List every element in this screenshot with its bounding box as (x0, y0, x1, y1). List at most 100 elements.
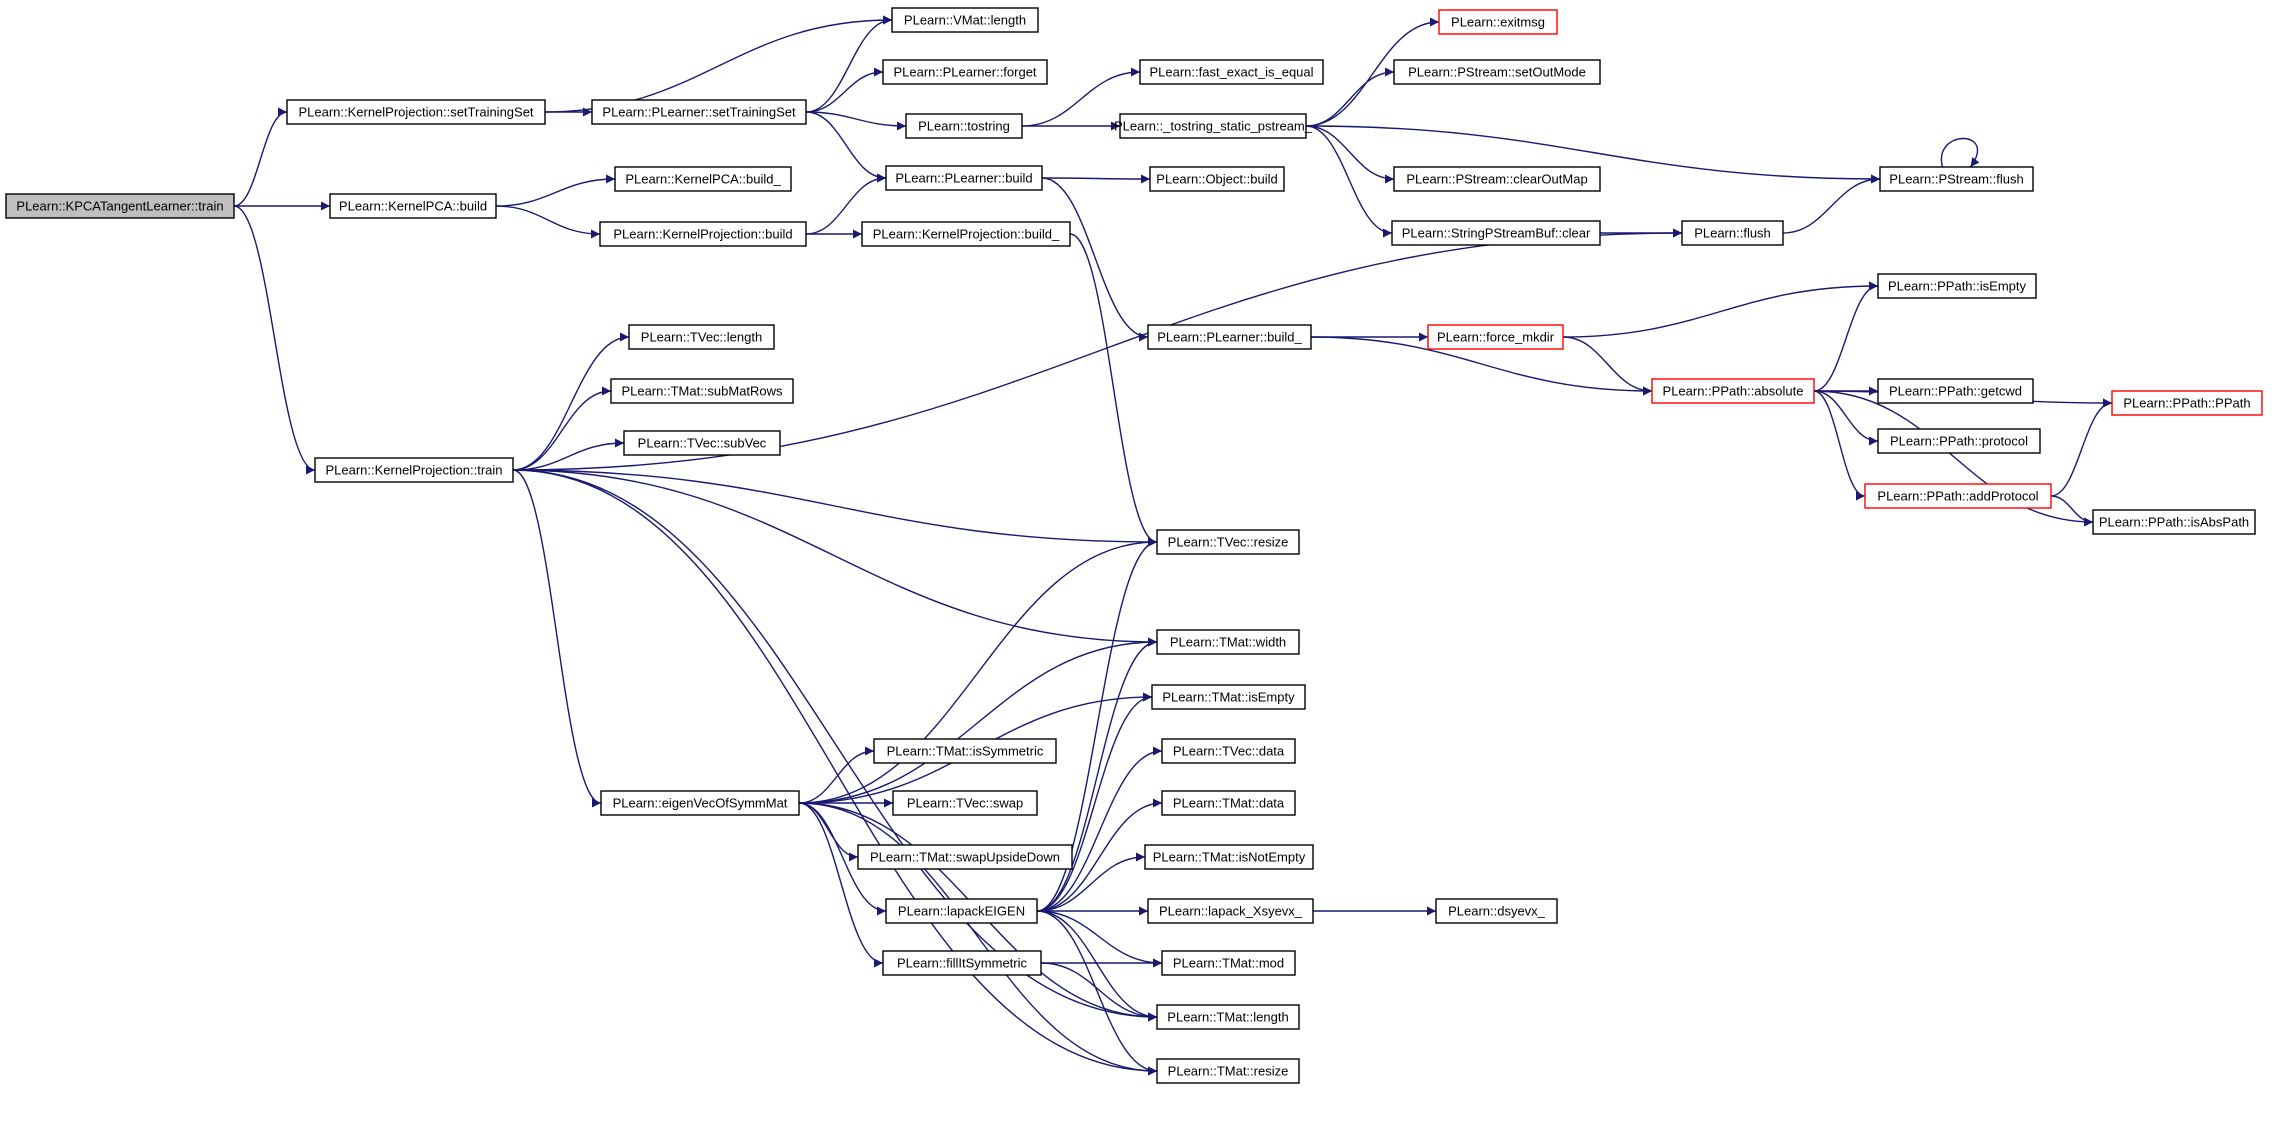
node-box[interactable] (1427, 324, 1564, 350)
node-ps-clearOutMap[interactable]: PLearn::PStream::clearOutMap (1393, 166, 1601, 192)
node-box[interactable] (892, 790, 1038, 816)
node-vmat-length[interactable]: PLearn::VMat::length (891, 7, 1039, 33)
node-box[interactable] (1877, 378, 2034, 404)
node-box[interactable] (1393, 59, 1601, 85)
node-box[interactable] (329, 193, 497, 219)
node-kpca-build[interactable]: PLearn::KernelPCA::build (329, 193, 497, 219)
node-tostring-static[interactable]: PLearn::_tostring_static_pstream_ (1114, 113, 1313, 139)
node-box[interactable] (1864, 483, 2052, 509)
node-box[interactable] (1161, 950, 1296, 976)
node-pp-isAbsPath[interactable]: PLearn::PPath::isAbsPath (2092, 509, 2256, 535)
node-tvec-resize[interactable]: PLearn::TVec::resize (1156, 529, 1300, 555)
node-kp-setTraining[interactable]: PLearn::KernelProjection::setTrainingSet (286, 99, 546, 125)
node-box[interactable] (885, 898, 1038, 924)
node-box[interactable] (1651, 378, 1815, 404)
node-fillItSymmetric[interactable]: PLearn::fillItSymmetric (882, 950, 1042, 976)
node-box[interactable] (1161, 790, 1296, 816)
node-box[interactable] (1393, 166, 1601, 192)
node-tmat-subMatRows[interactable]: PLearn::TMat::subMatRows (610, 378, 794, 404)
node-box[interactable] (286, 99, 546, 125)
node-lapackEIGEN[interactable]: PLearn::lapackEIGEN (885, 898, 1038, 924)
node-box[interactable] (1161, 738, 1296, 764)
node-pl-build-[interactable]: PLearn::PLearner::build_ (1147, 324, 1312, 350)
node-spsb-clear[interactable]: PLearn::StringPStreamBuf::clear (1391, 220, 1601, 246)
node-force-mkdir[interactable]: PLearn::force_mkdir (1427, 324, 1564, 350)
node-tmat-width[interactable]: PLearn::TMat::width (1156, 629, 1300, 655)
node-flush[interactable]: PLearn::flush (1681, 220, 1784, 246)
node-tvec-subVec[interactable]: PLearn::TVec::subVec (623, 430, 781, 456)
node-kpca-build-[interactable]: PLearn::KernelPCA::build_ (614, 166, 792, 192)
node-kpca-train[interactable]: PLearn::KPCATangentLearner::train (5, 193, 235, 219)
node-tostring[interactable]: PLearn::tostring (905, 113, 1023, 139)
node-box[interactable] (1879, 166, 2034, 192)
node-box[interactable] (1156, 529, 1300, 555)
node-box[interactable] (882, 59, 1048, 85)
node-box[interactable] (599, 221, 807, 247)
node-box[interactable] (1681, 220, 1784, 246)
node-box[interactable] (885, 165, 1043, 191)
node-dsyevx[interactable]: PLearn::dsyevx_ (1435, 898, 1558, 924)
node-box[interactable] (623, 430, 781, 456)
node-box[interactable] (1147, 324, 1312, 350)
node-ps-setOutMode[interactable]: PLearn::PStream::setOutMode (1393, 59, 1601, 85)
node-box[interactable] (5, 193, 235, 219)
node-pp-isEmpty[interactable]: PLearn::PPath::isEmpty (1877, 273, 2037, 299)
node-box[interactable] (857, 844, 1073, 870)
node-tvec-data[interactable]: PLearn::TVec::data (1161, 738, 1296, 764)
node-box[interactable] (861, 221, 1071, 247)
node-pp-absolute[interactable]: PLearn::PPath::absolute (1651, 378, 1815, 404)
node-kp-train[interactable]: PLearn::KernelProjection::train (314, 457, 514, 483)
node-box[interactable] (1139, 59, 1324, 85)
node-box[interactable] (1391, 220, 1601, 246)
node-eigenVec[interactable]: PLearn::eigenVecOfSymmMat (600, 790, 800, 816)
node-tvec-length[interactable]: PLearn::TVec::length (628, 324, 775, 350)
node-box[interactable] (628, 324, 775, 350)
node-tmat-data[interactable]: PLearn::TMat::data (1161, 790, 1296, 816)
node-object-build[interactable]: PLearn::Object::build (1149, 166, 1285, 192)
node-tmat-isEmpty[interactable]: PLearn::TMat::isEmpty (1151, 684, 1306, 710)
node-box[interactable] (1156, 1004, 1300, 1030)
node-pp-PPath[interactable]: PLearn::PPath::PPath (2111, 390, 2263, 416)
node-box[interactable] (1149, 166, 1285, 192)
node-fast-exact[interactable]: PLearn::fast_exact_is_equal (1139, 59, 1324, 85)
node-tmat-mod[interactable]: PLearn::TMat::mod (1161, 950, 1296, 976)
node-box[interactable] (600, 790, 800, 816)
node-box[interactable] (891, 7, 1039, 33)
node-pl-build[interactable]: PLearn::PLearner::build (885, 165, 1043, 191)
node-box[interactable] (1435, 898, 1558, 924)
node-kp-build[interactable]: PLearn::KernelProjection::build (599, 221, 807, 247)
node-pp-getcwd[interactable]: PLearn::PPath::getcwd (1877, 378, 2034, 404)
node-box[interactable] (1438, 9, 1558, 35)
node-box[interactable] (1156, 629, 1300, 655)
node-tvec-swap[interactable]: PLearn::TVec::swap (892, 790, 1038, 816)
node-box[interactable] (614, 166, 792, 192)
node-box[interactable] (873, 738, 1057, 764)
node-box[interactable] (905, 113, 1023, 139)
node-pp-addProtocol[interactable]: PLearn::PPath::addProtocol (1864, 483, 2052, 509)
node-pp-protocol[interactable]: PLearn::PPath::protocol (1877, 428, 2041, 454)
node-box[interactable] (1147, 898, 1314, 924)
node-exitmsg[interactable]: PLearn::exitmsg (1438, 9, 1558, 35)
node-box[interactable] (1151, 684, 1306, 710)
node-kp-build-[interactable]: PLearn::KernelProjection::build_ (861, 221, 1071, 247)
node-box[interactable] (1877, 428, 2041, 454)
node-pl-setTraining[interactable]: PLearn::PLearner::setTrainingSet (591, 99, 807, 125)
node-tmat-resize[interactable]: PLearn::TMat::resize (1156, 1058, 1300, 1084)
node-pl-forget[interactable]: PLearn::PLearner::forget (882, 59, 1048, 85)
node-tmat-isNotEmpty[interactable]: PLearn::TMat::isNotEmpty (1144, 844, 1314, 870)
node-box[interactable] (1156, 1058, 1300, 1084)
node-box[interactable] (1144, 844, 1314, 870)
node-box[interactable] (610, 378, 794, 404)
node-box[interactable] (2092, 509, 2256, 535)
node-box[interactable] (591, 99, 807, 125)
node-ps-flush[interactable]: PLearn::PStream::flush (1879, 166, 2034, 192)
node-tmat-isSymmetric[interactable]: PLearn::TMat::isSymmetric (873, 738, 1057, 764)
node-box[interactable] (2111, 390, 2263, 416)
node-lapack-Xsyevx[interactable]: PLearn::lapack_Xsyevx_ (1147, 898, 1314, 924)
node-box[interactable] (1119, 113, 1307, 139)
node-box[interactable] (882, 950, 1042, 976)
node-box[interactable] (1877, 273, 2037, 299)
node-box[interactable] (314, 457, 514, 483)
node-tmat-swapUpsideDown[interactable]: PLearn::TMat::swapUpsideDown (857, 844, 1073, 870)
node-tmat-length[interactable]: PLearn::TMat::length (1156, 1004, 1300, 1030)
